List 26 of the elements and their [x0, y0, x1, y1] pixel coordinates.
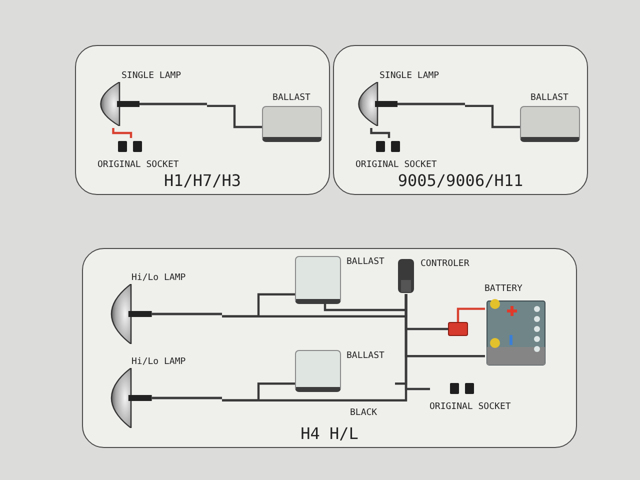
- wire-label: BLACK: [350, 407, 378, 419]
- lamp-label: Hi/Lo LAMP: [130, 356, 187, 368]
- panel-caption: 9005/9006/H11: [396, 171, 524, 190]
- wire: [465, 104, 520, 128]
- wire: [207, 104, 262, 128]
- panel-caption: H4 H/L: [300, 424, 360, 443]
- wire: [456, 308, 485, 322]
- ballast-label: BALLAST: [272, 92, 310, 104]
- lamp-label: Hi/Lo LAMP: [130, 272, 187, 284]
- wire: [370, 128, 390, 138]
- socket-label: ORIGINAL SOCKET: [98, 158, 179, 170]
- ballast-label: BALLAST: [346, 256, 384, 268]
- ballast-label: BALLAST: [530, 92, 568, 104]
- battery-label: BATTERY: [484, 282, 522, 294]
- lamp-label: SINGLE LAMP: [120, 70, 182, 82]
- controller-label: CONTROLER: [420, 258, 470, 270]
- diagram-panel: [333, 45, 588, 195]
- ballast-label: BALLAST: [346, 350, 384, 362]
- socket-label: ORIGINAL SOCKET: [356, 158, 437, 170]
- wire: [112, 128, 132, 138]
- wire: [404, 294, 485, 358]
- diagram-panel: [75, 45, 330, 195]
- lamp-label: SINGLE LAMP: [378, 70, 440, 82]
- panel-caption: H1/H7/H3: [162, 171, 242, 190]
- diagram-panel: [82, 248, 577, 448]
- socket-label: ORIGINAL SOCKET: [430, 400, 511, 412]
